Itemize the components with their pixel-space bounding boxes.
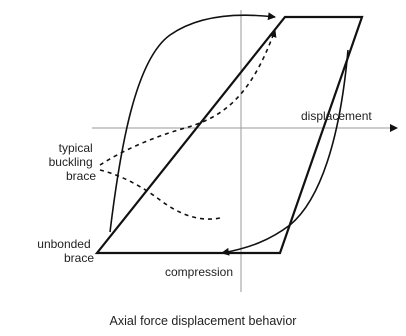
typical-buckling-brace-line-2: buckling [49, 155, 93, 169]
unbonded-brace-line-1: unbonded [37, 237, 90, 251]
unbonded-brace-loop [94, 15, 364, 255]
typical-buckling-brace-line-1: typical [59, 141, 93, 155]
loading-arrow-upper [109, 12, 276, 233]
diagram-caption: Axial force displacement behavior [110, 314, 297, 328]
displacement-label: displacement [301, 109, 372, 123]
buckling-brace-curve-upper [99, 29, 277, 166]
loading-arrow-lower [221, 49, 349, 256]
typical-buckling-brace-line-3: brace [66, 169, 96, 183]
unbonded-brace-label: unbonded brace [37, 237, 94, 265]
typical-buckling-brace-label: typical buckling brace [49, 141, 97, 183]
buckling-brace-curve-lower [99, 169, 221, 220]
compression-label: compression [165, 265, 233, 279]
unbonded-brace-line-2: brace [64, 251, 94, 265]
